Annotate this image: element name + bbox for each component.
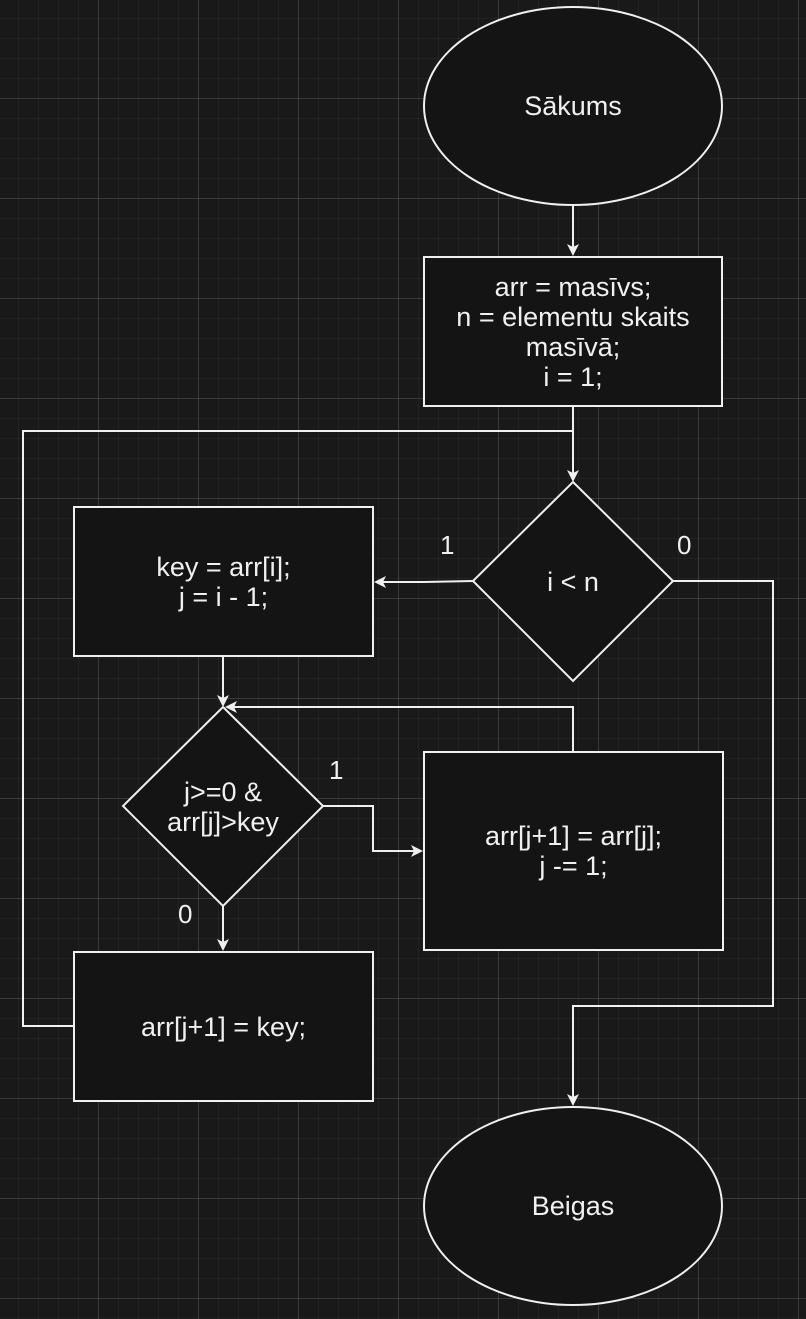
start-node: Sākums — [423, 6, 723, 206]
edge-shift-loop-back — [225, 701, 574, 751]
shift-node: arr[j+1] = arr[j]; j -= 1; — [423, 751, 724, 951]
outer-condition-diamond — [471, 480, 675, 683]
edge-outer-false-to-end — [567, 580, 774, 1106]
edge-outer-true-to-key-assign — [374, 576, 474, 588]
key-assign-label: key = arr[i]; j = i - 1; — [156, 551, 291, 612]
outer-condition-label: i < n — [547, 566, 599, 597]
inner-condition-node: j>=0 & arr[j]>key — [123, 707, 323, 906]
edge-inner-true-to-shift — [323, 805, 423, 857]
insert-label: arr[j+1] = key; — [140, 1011, 307, 1042]
end-label: Beigas — [531, 1191, 615, 1221]
inner-false-edge-label: 0 — [178, 899, 193, 929]
shift-label: arr[j+1] = arr[j]; j -= 1; — [484, 821, 663, 881]
edge-insert-loop-back — [22, 430, 573, 1027]
end-node: Beigas — [423, 1106, 723, 1306]
init-node: arr = masīvs; n = elementu skaits masīvā… — [423, 256, 723, 407]
start-label: Sākums — [524, 91, 622, 121]
key-assign-node: key = arr[i]; j = i - 1; — [73, 506, 374, 657]
insert-node: arr[j+1] = key; — [73, 951, 374, 1102]
init-label: arr = masīvs; n = elementu skaits masīvā… — [456, 271, 690, 392]
outer-condition-node: i < n — [473, 482, 673, 681]
inner-condition-label: j>=0 & arr[j]>key — [167, 776, 279, 837]
outer-true-edge-label: 1 — [440, 530, 455, 560]
inner-true-edge-label: 1 — [329, 755, 344, 785]
outer-false-edge-label: 0 — [677, 530, 692, 560]
